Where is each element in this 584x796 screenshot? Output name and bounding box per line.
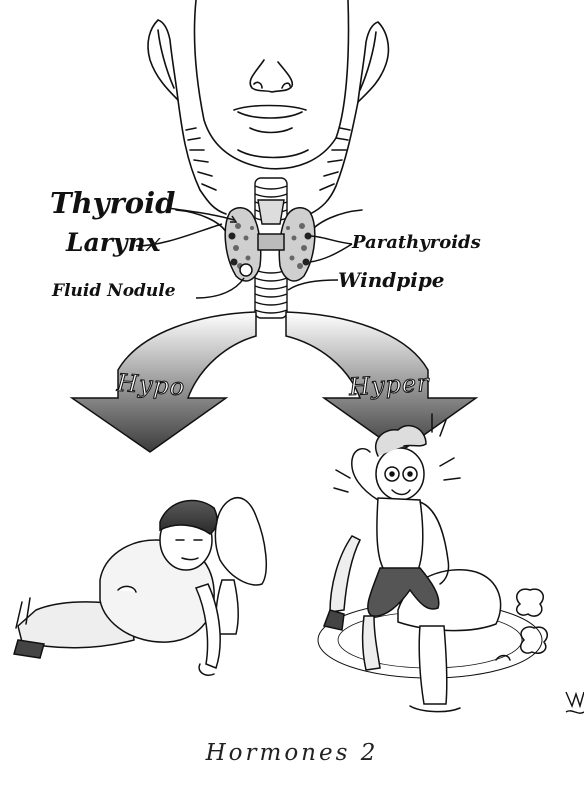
label-windpipe: Windpipe [338,268,445,292]
label-larynx: Larynx [66,228,161,257]
artist-signature [566,692,584,713]
hyper-arrow-label: Hyper [348,369,430,401]
label-thyroid: Thyroid [50,186,175,220]
hypo-figure [14,498,266,676]
hyper-figure [318,414,547,712]
caption: Hormones 2 [0,740,584,766]
label-fluid-nodule: Fluid Nodule [52,281,176,301]
label-parathyroids: Parathyroids [352,232,481,253]
hypo-arrow-label: Hypo [116,369,186,402]
